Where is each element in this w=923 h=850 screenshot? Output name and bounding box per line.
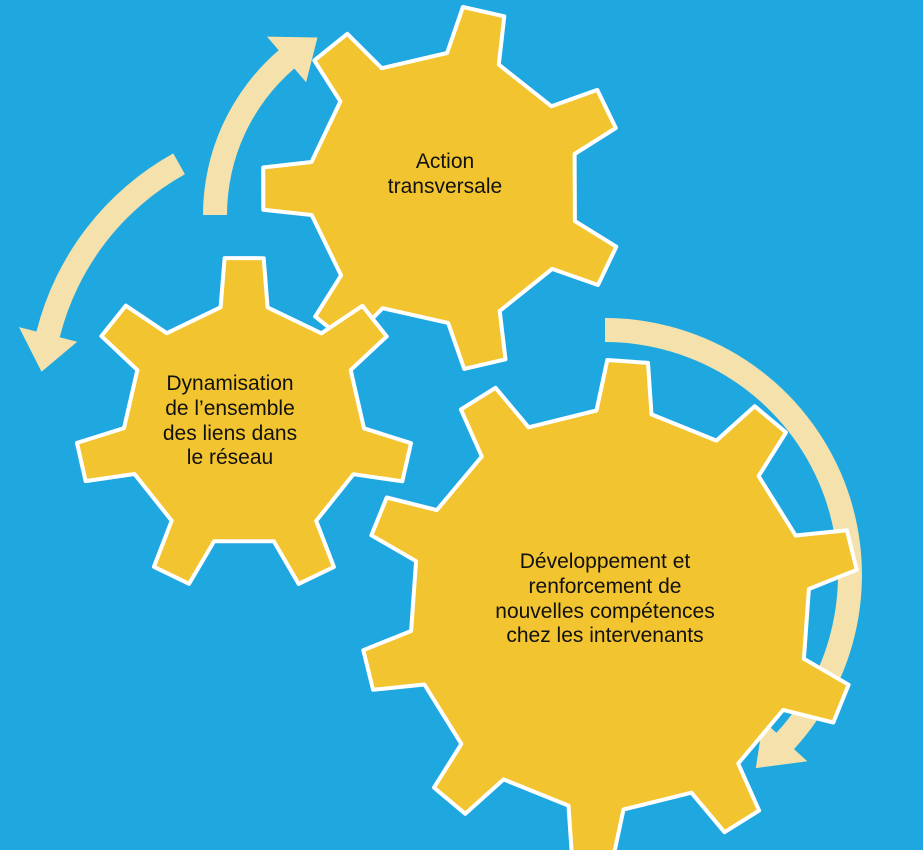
gear-dynamisation	[75, 256, 413, 586]
arrow-cycle-top	[203, 36, 318, 215]
gear-big-line-2: renforcement de	[528, 574, 682, 598]
gear-big-line-1: Développement et	[519, 550, 691, 573]
gear-action-transversale	[261, 5, 619, 371]
gear-left-line-2: de l’ensemble	[165, 396, 295, 420]
cycle-arrows	[19, 36, 862, 769]
gear-left-line-3: des liens dans	[162, 421, 298, 445]
gear-left-line-4: le réseau	[186, 446, 274, 470]
gear-top-line-2: transversale	[387, 174, 503, 198]
arrow-cycle-right	[605, 318, 862, 769]
gear-label-dynamisation: Dynamisation de l’ensemble des liens dan…	[125, 372, 335, 471]
gear-label-action-transversale: Action transversale	[330, 150, 560, 200]
gears-group	[75, 5, 859, 850]
gear-big-line-3: nouvelles compétences	[495, 599, 715, 623]
gear-top-line-1: Action	[415, 150, 475, 173]
arrow-cycle-left	[19, 153, 185, 372]
gear-label-developpement: Développement et renforcement de nouvell…	[445, 550, 765, 649]
gear-developpement	[361, 358, 859, 850]
gear-left-line-1: Dynamisation	[166, 372, 294, 395]
gear-big-line-4: chez les intervenants	[506, 624, 704, 648]
